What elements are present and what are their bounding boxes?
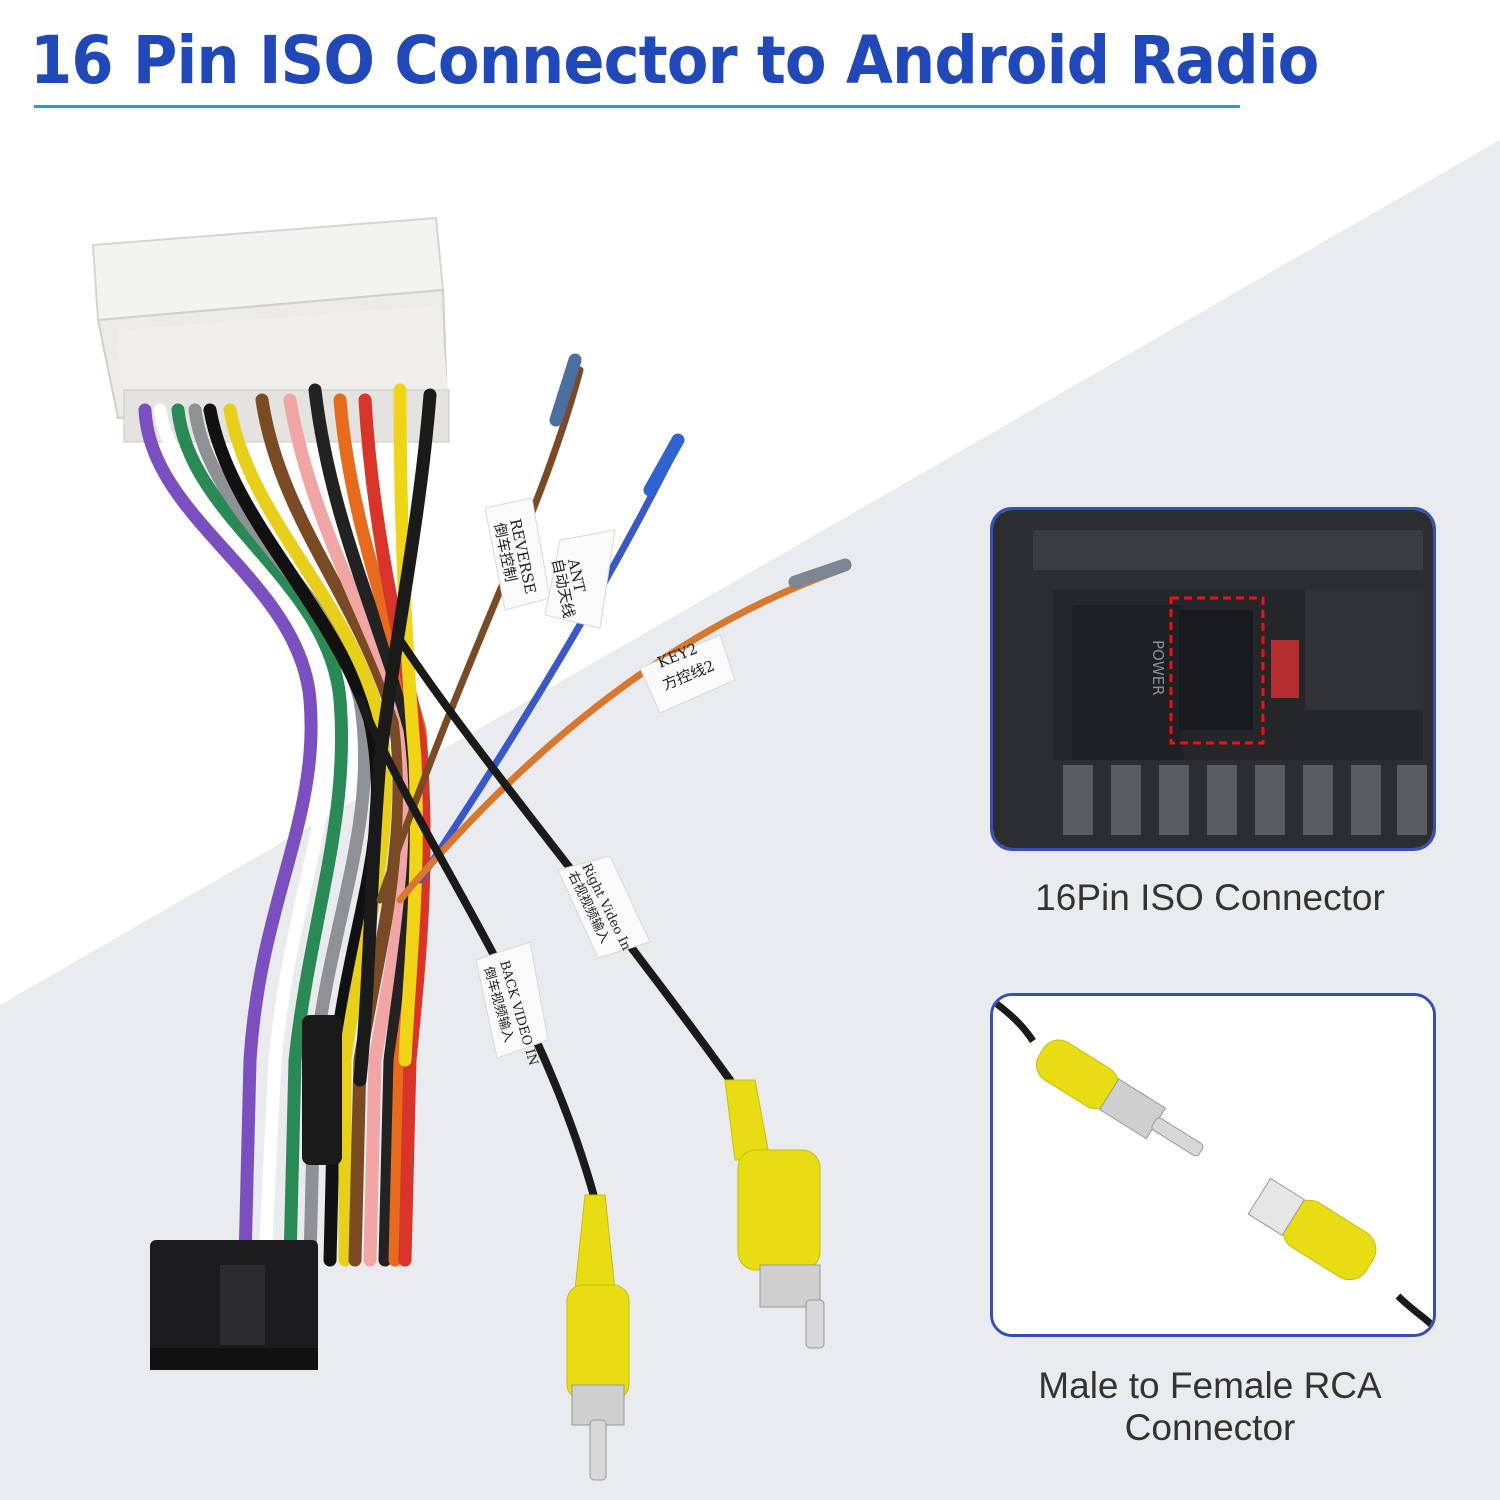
tag-reverse: REVERSE 倒车控制 <box>484 497 551 611</box>
tag-back-video: BACK VIDEO IN 倒车视频输入 <box>475 941 549 1067</box>
lead-wires <box>356 353 852 1204</box>
rca-connector-inset <box>990 993 1436 1337</box>
rca-plug-left <box>566 1194 630 1481</box>
rca-caption-line-1: Male to Female RCA <box>1038 1365 1382 1406</box>
tag-key2: KEY2 方控线2 <box>639 634 736 714</box>
rca-connector-caption: Male to Female RCA Connector <box>990 1365 1430 1449</box>
iso-port-photo: POWER <box>993 510 1433 848</box>
page-title: 16 Pin ISO Connector to Android Radio <box>30 22 1319 99</box>
port-label: POWER <box>1149 640 1167 696</box>
tag-ant: ANT 自动天线 <box>544 529 616 629</box>
title-underline <box>34 105 1240 108</box>
highlight-box <box>1169 596 1265 745</box>
radio-connector <box>150 1240 318 1370</box>
wire-bundle <box>138 383 437 1267</box>
rca-pair-photo <box>993 996 1433 1334</box>
rca-plug-right <box>724 1079 825 1349</box>
tag-right-video: Right Video In 右视视频输入 <box>557 855 651 959</box>
iso-connector-caption: 16Pin ISO Connector <box>1035 877 1385 918</box>
iso-connector-inset: POWER <box>990 507 1436 851</box>
rca-caption-line-2: Connector <box>1124 1407 1296 1448</box>
